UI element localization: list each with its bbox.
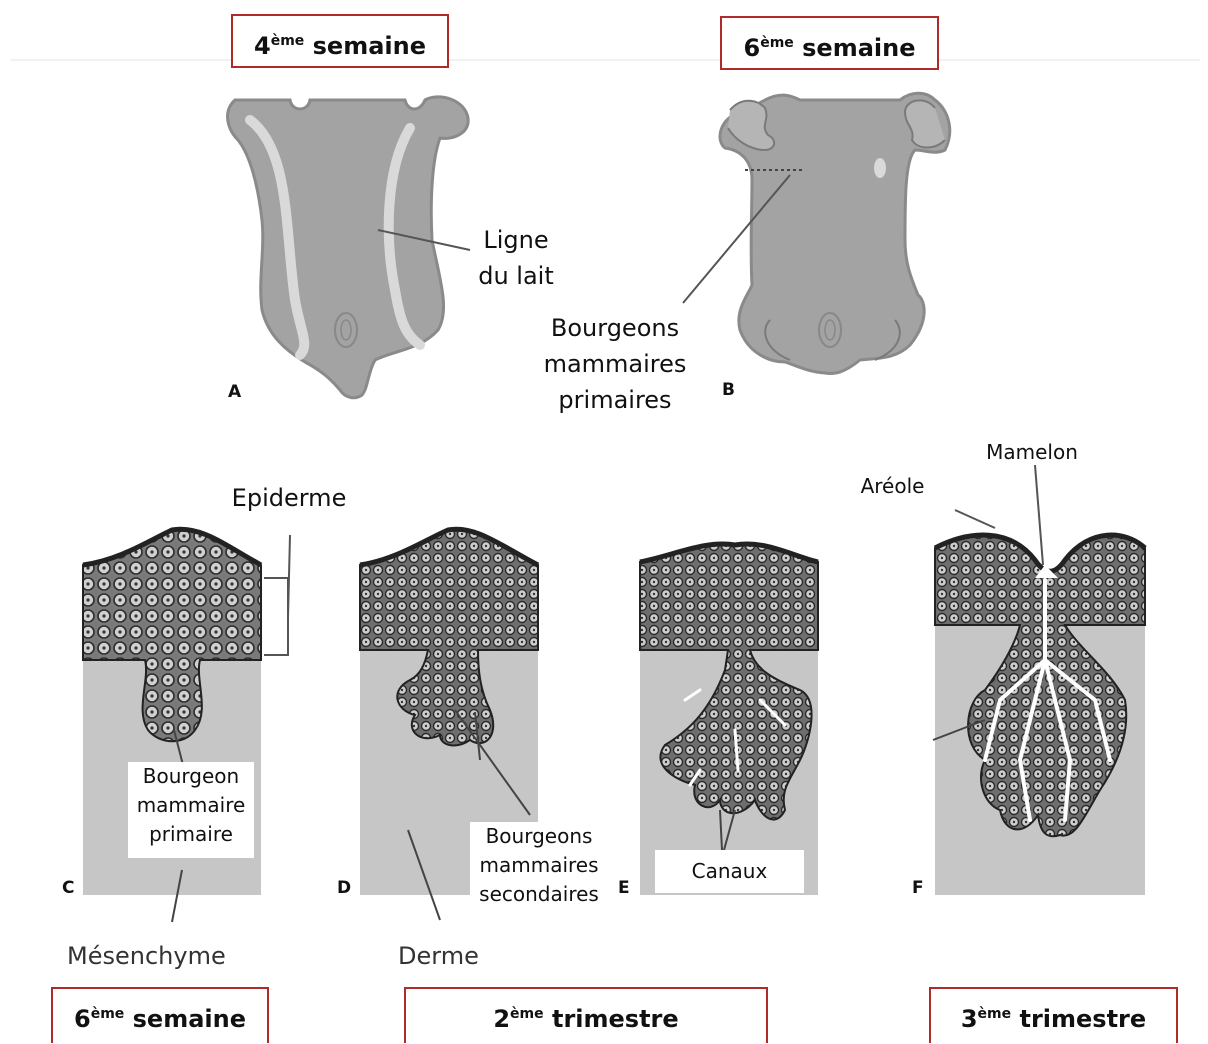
panel-f xyxy=(933,465,1145,895)
label-ducts: Canaux xyxy=(655,850,804,893)
label-dermis: Derme xyxy=(398,942,479,970)
stage-box-week6-bottom: 6ème semaine xyxy=(51,987,269,1043)
panel-letter-b: B xyxy=(722,380,735,400)
panel-letter-f: F xyxy=(912,878,924,898)
label-epidermis: Epiderme xyxy=(228,480,350,516)
panel-letter-d: D xyxy=(337,878,351,898)
label-mesenchyme: Mésenchyme xyxy=(67,942,226,970)
label-areola: Aréole xyxy=(855,472,930,501)
panel-letter-e: E xyxy=(618,878,630,898)
stage-box-week6-top: 6ème semaine xyxy=(720,16,939,70)
embryo-a xyxy=(228,97,470,398)
panel-c xyxy=(83,529,290,922)
panel-letter-c: C xyxy=(62,878,74,898)
stage-box-trimester3: 3ème trimestre xyxy=(929,987,1178,1043)
panel-letter-a: A xyxy=(228,382,241,402)
stage-box-trimester2: 2ème trimestre xyxy=(404,987,768,1043)
label-nipple: Mamelon xyxy=(978,438,1086,467)
stage-box-week4-top: 4ème semaine xyxy=(231,14,449,68)
panel-e xyxy=(640,544,818,895)
embryo-b xyxy=(683,93,950,373)
